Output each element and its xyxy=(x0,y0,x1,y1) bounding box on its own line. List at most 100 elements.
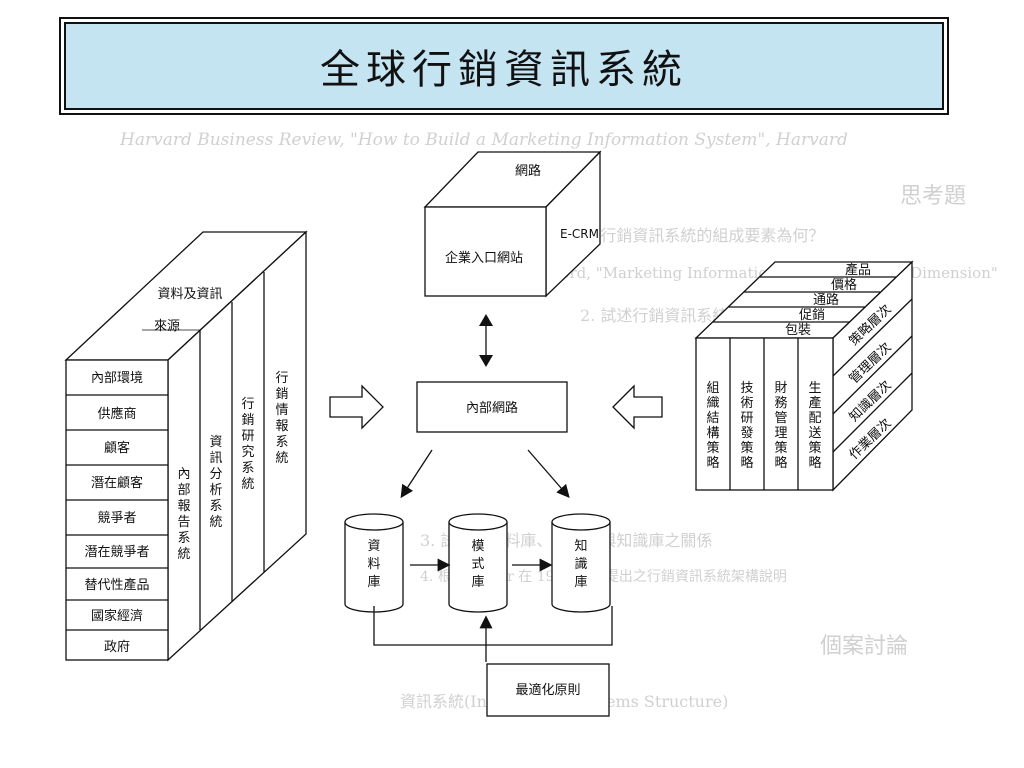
optimization-label: 最適化原則 xyxy=(515,682,580,698)
slide-title: 全球行銷資訊系統 xyxy=(320,47,688,93)
char: 研 xyxy=(241,429,254,444)
database-label: 知識庫 xyxy=(574,538,587,590)
char: 策 xyxy=(808,440,821,456)
char: 構 xyxy=(706,426,719,441)
source-item: 供應商 xyxy=(97,406,136,422)
source-item: 替代性產品 xyxy=(84,577,149,593)
database-cylinder: 知識庫 xyxy=(551,513,611,613)
internal-network-box: 內部網路 xyxy=(416,381,568,433)
database-label: 模式庫 xyxy=(471,539,484,590)
char: 系 xyxy=(275,435,288,450)
char: 識 xyxy=(574,557,587,572)
optimization-box: 最適化原則 xyxy=(486,663,610,717)
char: 系 xyxy=(209,499,222,514)
info-sources-block xyxy=(64,230,308,662)
char: 系 xyxy=(177,531,190,546)
char: 策 xyxy=(706,440,719,456)
feedback-loop-line xyxy=(373,606,613,646)
network-cube: 網路 E-CRM 企業入口網站 xyxy=(423,150,602,298)
char: 配 xyxy=(808,411,821,426)
arrow-to-database xyxy=(400,449,433,499)
ecrm-label: E-CRM xyxy=(560,227,599,241)
char: 術 xyxy=(740,396,753,411)
char: 組 xyxy=(706,381,719,396)
database-label: 資料庫 xyxy=(367,539,380,590)
char: 務 xyxy=(774,396,787,411)
arrow-to-knowledge-base xyxy=(527,449,570,498)
char: 資 xyxy=(209,435,222,450)
network-label: 網路 xyxy=(515,163,541,179)
char: 統 xyxy=(177,547,190,562)
char: 統 xyxy=(241,477,254,492)
char: 統 xyxy=(275,451,288,466)
char: 訊 xyxy=(209,451,222,466)
source-item: 政府 xyxy=(104,640,130,655)
char: 庫 xyxy=(574,575,587,590)
char: 庫 xyxy=(471,575,484,590)
mix-item: 包裝 xyxy=(785,323,811,338)
char: 行 xyxy=(275,371,288,386)
char: 析 xyxy=(209,483,222,498)
mix-item: 促銷 xyxy=(799,307,825,323)
char: 研 xyxy=(740,411,753,426)
char: 式 xyxy=(471,557,484,572)
background-text-line: 思考題 xyxy=(900,184,967,209)
sources-label: 來源 xyxy=(154,319,180,334)
char: 知 xyxy=(574,538,587,554)
char: 模 xyxy=(471,539,484,554)
source-item: 潛在競爭者 xyxy=(84,545,149,560)
char: 分 xyxy=(209,467,222,482)
char: 料 xyxy=(367,557,380,572)
char: 銷 xyxy=(241,412,254,428)
char: 理 xyxy=(774,426,787,441)
source-item: 顧客 xyxy=(104,440,130,456)
char: 略 xyxy=(808,455,821,471)
char: 略 xyxy=(706,455,719,471)
char: 究 xyxy=(241,445,254,460)
strategy-block xyxy=(694,260,914,492)
char: 結 xyxy=(706,411,719,426)
char: 產 xyxy=(808,395,821,411)
char: 策 xyxy=(774,440,787,456)
source-item: 國家經濟 xyxy=(91,608,143,624)
char: 告 xyxy=(177,515,190,530)
char: 財 xyxy=(774,381,787,396)
mix-item: 價格 xyxy=(831,277,857,293)
char: 系 xyxy=(241,461,254,476)
enterprise-portal-label: 企業入口網站 xyxy=(445,250,523,266)
char: 情 xyxy=(275,403,288,418)
char: 行 xyxy=(241,397,254,412)
char: 庫 xyxy=(367,575,380,590)
hollow-arrow-left xyxy=(612,384,663,430)
char: 資 xyxy=(367,539,380,554)
char: 策 xyxy=(740,440,753,456)
data-and-info-label: 資料及資訊 xyxy=(157,287,222,302)
slide-title-box: 全球行銷資訊系統 xyxy=(64,22,944,110)
char: 銷 xyxy=(275,386,288,402)
char: 技 xyxy=(740,381,753,396)
char: 內 xyxy=(177,467,190,482)
char: 報 xyxy=(275,419,288,434)
char: 織 xyxy=(706,396,719,411)
internal-network-label: 內部網路 xyxy=(466,400,518,416)
double-arrow xyxy=(479,314,493,367)
char: 略 xyxy=(740,455,753,471)
database-cylinder: 模式庫 xyxy=(448,513,508,613)
background-text-line: 1. 行銷資訊系統的組成要素為何？ xyxy=(580,226,825,245)
char: 統 xyxy=(209,515,222,530)
source-item: 內部環境 xyxy=(91,371,143,386)
mix-item: 通路 xyxy=(813,292,839,308)
char: 報 xyxy=(177,499,190,514)
char: 送 xyxy=(808,426,821,441)
